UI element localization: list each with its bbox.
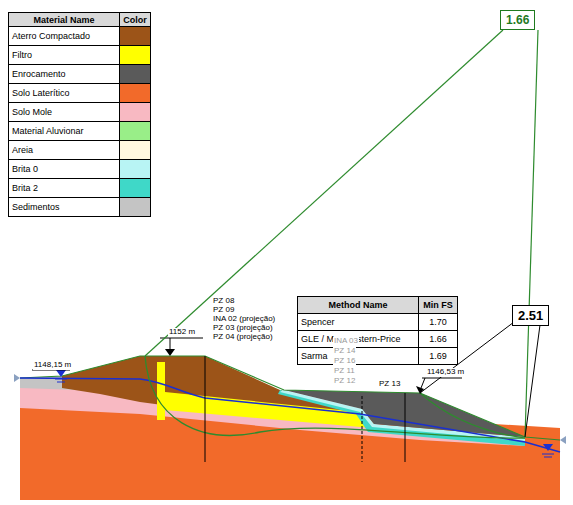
piezometer-label: PZ 14 (333, 347, 356, 356)
piezometer-label: PZ 08 (212, 297, 235, 306)
callout-number: 1.66 (506, 13, 529, 27)
elevation-label: 1148,15 m (33, 361, 72, 370)
boundary-marker (560, 436, 566, 444)
method-name: Spencer (301, 317, 335, 327)
callout-box: 2.51 (512, 305, 549, 326)
piezometer-label: PZ 04 (projeção) (212, 333, 274, 342)
table-header: Material Name (33, 15, 94, 25)
elevation-leader (170, 338, 171, 350)
water-marker (543, 444, 553, 451)
table-cell: Min FS (418, 296, 458, 314)
legend-swatch (119, 197, 151, 217)
callout-leader (525, 30, 538, 437)
piezometer-label: PZ 11 (333, 367, 356, 376)
table-cell: Sedimentos (8, 197, 120, 217)
legend-text: Aterro Compactado (12, 31, 90, 41)
legend-text: Solo Laterítico (12, 88, 70, 98)
piezometer-label: PZ 13 (378, 380, 401, 389)
water-marker (542, 454, 554, 455)
legend-swatch (119, 45, 151, 65)
legend-text: Areia (12, 145, 33, 155)
water-marker (55, 379, 67, 380)
legend-swatch (119, 121, 151, 141)
table-cell: Material Name (8, 12, 120, 27)
table-cell: 1.66 (418, 330, 458, 348)
table-cell: Brita 0 (8, 159, 120, 179)
elevation-leader (421, 378, 425, 388)
piezometer-label: PZ 16 (333, 357, 356, 366)
table-cell: Areia (8, 140, 120, 160)
factor-of-safety: 1.69 (429, 351, 447, 361)
elevation-leader (422, 378, 462, 379)
table-cell: Spencer (297, 313, 419, 331)
piezometer-label: INA 03 (333, 337, 359, 346)
legend-text: Material Aluvionar (12, 126, 84, 136)
callout-number: 2.51 (518, 308, 543, 323)
legend-swatch (119, 83, 151, 103)
table-cell: 1.70 (418, 313, 458, 331)
boundary-marker (14, 374, 20, 382)
table-header: Color (123, 15, 147, 25)
piezometer-label: PZ 12 (333, 377, 356, 386)
table-cell: Solo Laterítico (8, 83, 120, 103)
table-cell: Aterro Compactado (8, 26, 120, 46)
vertical-filter (157, 362, 165, 420)
legend-swatch (119, 140, 151, 160)
elevation-leader (160, 338, 203, 339)
piezometer-line (405, 393, 406, 462)
factor-of-safety: 1.70 (429, 317, 447, 327)
phreatic-line (20, 378, 560, 452)
piezometer-label: PZ 03 (projeção) (212, 324, 274, 333)
elevation-label: 1152 m (168, 328, 196, 337)
callout-box: 1.66 (500, 10, 535, 30)
slip-surface (145, 356, 525, 438)
table-cell: Sarma (297, 347, 419, 365)
water-marker (56, 370, 66, 377)
legend-swatch (119, 178, 151, 198)
gravel-strip (280, 390, 525, 441)
legend-text: Brita 2 (12, 183, 38, 193)
piezometer-label: INA 02 (projeção) (212, 315, 276, 324)
table-cell: 1.69 (418, 347, 458, 365)
table-cell: Filtro (8, 45, 120, 65)
water-marker (57, 382, 65, 383)
legend-swatch (119, 26, 151, 46)
table-cell: Method Name (297, 296, 419, 314)
legend-text: Sedimentos (12, 202, 60, 212)
table-header: Min FS (423, 300, 453, 310)
elevation-arrow (165, 349, 175, 356)
callout-leader (525, 325, 540, 437)
legend-text: Solo Mole (12, 107, 52, 117)
table-cell: Brita 2 (8, 178, 120, 198)
table-cell: Enrocamento (8, 64, 120, 84)
table-cell: Material Aluvionar (8, 121, 120, 141)
ground-surface (20, 356, 560, 440)
piezometer-label: PZ 09 (212, 306, 235, 315)
legend-text: Enrocamento (12, 69, 66, 79)
piezometer-line (205, 356, 206, 462)
elevation-label: 1146,53 m (426, 368, 465, 377)
legend-swatch (119, 159, 151, 179)
method-name: Sarma (301, 351, 328, 361)
legend-swatch (119, 64, 151, 84)
factor-of-safety: 1.66 (429, 334, 447, 344)
table-cell: Color (119, 12, 151, 27)
table-header: Method Name (328, 300, 387, 310)
legend-swatch (119, 102, 151, 122)
water-marker (544, 457, 552, 458)
legend-text: Filtro (12, 50, 32, 60)
legend-text: Brita 0 (12, 164, 38, 174)
table-cell: Solo Mole (8, 102, 120, 122)
piezometer-line (362, 396, 363, 462)
callout-leader (145, 30, 503, 356)
slip-surface (420, 393, 525, 438)
